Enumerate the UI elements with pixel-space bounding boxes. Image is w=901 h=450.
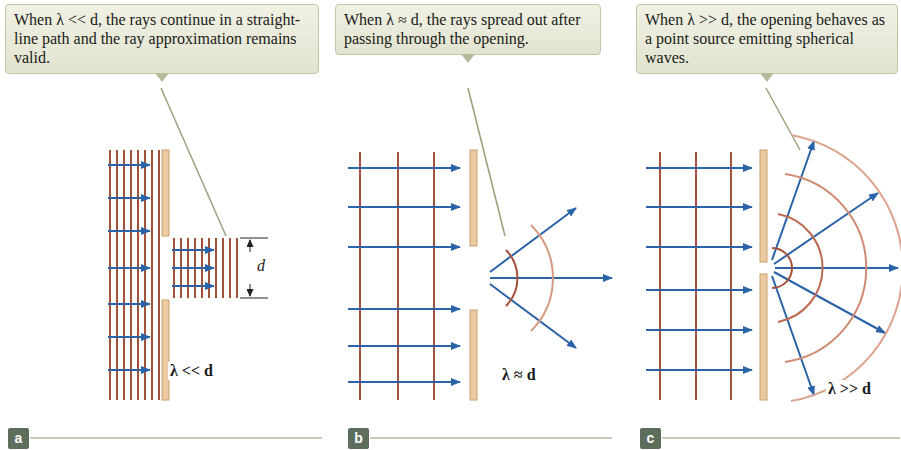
callout-box: When λ << d, the rays continue in a stra… <box>5 4 319 74</box>
panel-a-waves <box>110 150 237 400</box>
panel-b-rays <box>348 168 612 382</box>
callout-box: When λ >> d, the opening behaves as a po… <box>636 4 898 74</box>
panel-c-rays <box>646 141 898 395</box>
panel-c-arcs <box>772 135 901 401</box>
panel-a-rays <box>108 165 214 370</box>
panel-b-waves <box>360 152 434 400</box>
panel-letter-text: a <box>8 428 29 449</box>
callout-text: When λ ≈ d, the rays spread out after pa… <box>344 10 592 48</box>
panel-letter-text: b <box>348 428 369 449</box>
panel-b-barrier <box>470 150 477 400</box>
wavelength-label: λ ≈ d <box>500 366 538 384</box>
panel-c-barrier <box>760 150 767 400</box>
callout-box: When λ ≈ d, the rays spread out after pa… <box>335 4 601 55</box>
panel-rules <box>30 437 900 439</box>
callout-text: When λ >> d, the opening behaves as a po… <box>645 10 889 67</box>
panel-c-waves <box>660 152 731 400</box>
panel-letter-text: c <box>640 428 661 449</box>
panel-b-arcs <box>506 225 553 331</box>
panel-letter: b <box>348 428 369 449</box>
wavelength-label: λ >> d <box>826 380 873 398</box>
panel-letter: a <box>8 428 29 449</box>
leader-lines <box>161 88 800 236</box>
panel-letter: c <box>640 428 661 449</box>
dimension-label: d <box>255 257 267 275</box>
wavelength-label: λ << d <box>168 362 215 380</box>
dimension-d <box>240 238 268 298</box>
callout-text: When λ << d, the rays continue in a stra… <box>14 10 310 67</box>
